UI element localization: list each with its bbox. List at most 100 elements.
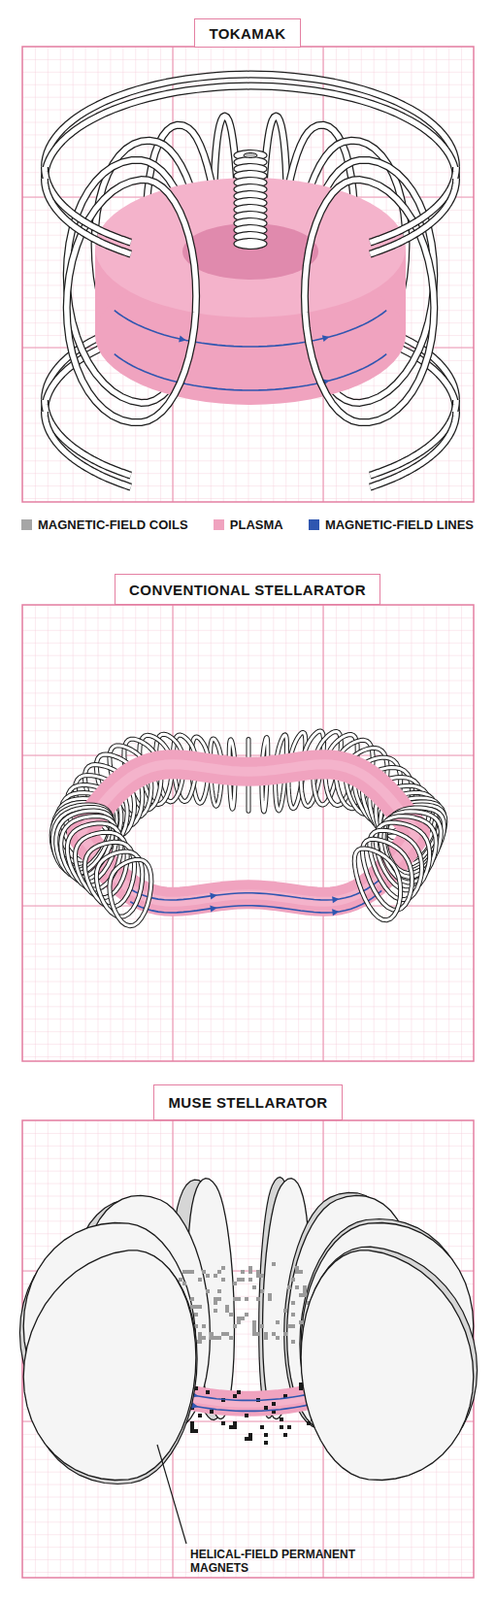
permanent-magnet xyxy=(264,1432,268,1437)
permanent-magnet xyxy=(232,1393,237,1398)
permanent-magnet xyxy=(182,1269,187,1274)
permanent-magnet xyxy=(287,1323,292,1328)
permanent-magnet xyxy=(225,1308,230,1313)
permanent-magnet xyxy=(213,1335,218,1340)
poloidal-field-coil xyxy=(44,86,457,179)
permanent-magnet xyxy=(213,1296,218,1301)
grid-fill xyxy=(22,1120,474,1578)
permanent-magnet xyxy=(190,1296,195,1301)
permanent-magnet xyxy=(221,1420,226,1425)
permanent-magnet xyxy=(194,1312,198,1317)
grid-fill xyxy=(22,46,474,502)
permanent-magnet xyxy=(295,1265,299,1270)
permanent-magnet xyxy=(264,1335,268,1340)
permanent-magnet xyxy=(298,1386,303,1390)
permanent-magnet xyxy=(252,1285,257,1289)
permanent-magnet xyxy=(232,1323,237,1328)
permanent-magnet xyxy=(205,1273,210,1278)
permanent-magnet xyxy=(198,1413,202,1418)
permanent-magnet xyxy=(302,1288,307,1293)
permanent-magnet xyxy=(260,1323,264,1328)
stellarator-coil xyxy=(354,848,401,921)
legend-text: MAGNETIC-FIELD COILS xyxy=(37,517,189,532)
permanent-magnet xyxy=(248,1432,253,1437)
toroidal-field-coil xyxy=(304,179,434,423)
permanent-magnet xyxy=(291,1339,296,1344)
grid-panel xyxy=(22,604,474,1061)
permanent-magnet xyxy=(279,1424,284,1429)
permanent-magnet xyxy=(198,1331,202,1336)
permanent-magnet xyxy=(256,1296,261,1301)
permanent-magnet xyxy=(213,1273,218,1278)
toroidal-field-coil xyxy=(304,179,434,423)
permanent-magnet xyxy=(217,1296,222,1301)
permanent-magnet xyxy=(252,1323,257,1328)
permanent-magnet xyxy=(252,1327,257,1332)
grid-major xyxy=(171,604,173,1061)
permanent-magnet xyxy=(213,1308,218,1313)
permanent-magnet xyxy=(240,1316,245,1320)
title-box: TOKAMAK xyxy=(194,18,301,48)
permanent-magnet xyxy=(198,1335,202,1340)
permanent-magnet xyxy=(201,1323,206,1328)
stellarator-coil xyxy=(354,848,401,921)
field-line xyxy=(130,877,382,900)
permanent-magnet xyxy=(232,1296,237,1301)
permanent-magnet xyxy=(271,1401,276,1406)
permanent-magnet xyxy=(213,1335,218,1340)
field-arrowhead xyxy=(209,905,217,913)
central-solenoid xyxy=(243,153,258,159)
permanent-magnet xyxy=(244,1312,249,1317)
title-box: MUSE STELLARATOR xyxy=(153,1084,343,1121)
permanent-magnet xyxy=(291,1323,296,1328)
legend-item: MAGNETIC-FIELD COILS xyxy=(21,517,189,532)
permanent-magnet xyxy=(221,1265,226,1270)
permanent-magnet xyxy=(298,1320,303,1324)
permanent-magnet xyxy=(209,1331,214,1336)
title-box: CONVENTIONAL STELLARATOR xyxy=(114,573,381,605)
permanent-magnet xyxy=(298,1269,303,1274)
permanent-magnet xyxy=(198,1277,202,1282)
grid-fill xyxy=(22,604,474,1061)
legend: MAGNETIC-FIELD COILSPLASMAMAGNETIC-FIELD… xyxy=(21,517,474,532)
permanent-magnet xyxy=(260,1273,264,1278)
permanent-magnet xyxy=(256,1273,261,1278)
permanent-magnet xyxy=(232,1420,237,1425)
permanent-magnet xyxy=(225,1331,230,1336)
plasma-hole xyxy=(182,223,319,280)
legend-item: MAGNETIC-FIELD LINES xyxy=(308,517,474,532)
permanent-magnet xyxy=(291,1312,296,1317)
poloidal-field-coil xyxy=(44,178,132,255)
permanent-magnet xyxy=(178,1277,183,1282)
permanent-magnet xyxy=(236,1277,241,1282)
permanent-magnet xyxy=(267,1296,272,1301)
permanent-magnet xyxy=(194,1304,198,1309)
permanent-magnet xyxy=(275,1335,280,1340)
field-line xyxy=(114,310,387,347)
permanent-magnet xyxy=(271,1331,276,1336)
permanent-magnet xyxy=(201,1269,206,1274)
permanent-magnet xyxy=(260,1288,264,1293)
permanent-magnet xyxy=(236,1296,241,1301)
toroidal-field-coil xyxy=(66,179,197,423)
poloidal-field-coil xyxy=(369,178,457,255)
legend-text: MAGNETIC-FIELD LINES xyxy=(325,517,474,532)
leader-line xyxy=(157,1444,187,1544)
permanent-magnet xyxy=(256,1269,261,1274)
grid-border xyxy=(22,1120,474,1578)
permanent-magnet xyxy=(236,1316,241,1320)
permanent-magnet xyxy=(287,1285,292,1289)
permanent-magnet xyxy=(240,1277,245,1282)
permanent-magnet xyxy=(260,1424,264,1429)
callout-label: HELICAL-FIELD PERMANENT MAGNETS xyxy=(190,1547,361,1575)
permanent-magnet xyxy=(252,1320,257,1324)
permanent-magnet xyxy=(244,1436,249,1441)
grid-major xyxy=(322,604,324,1061)
permanent-magnet xyxy=(302,1285,307,1289)
permanent-magnet xyxy=(209,1331,214,1336)
field-line xyxy=(114,354,387,391)
permanent-magnet xyxy=(205,1288,210,1293)
permanent-magnet xyxy=(205,1389,210,1394)
permanent-magnet xyxy=(217,1288,222,1293)
permanent-magnet xyxy=(229,1312,233,1317)
